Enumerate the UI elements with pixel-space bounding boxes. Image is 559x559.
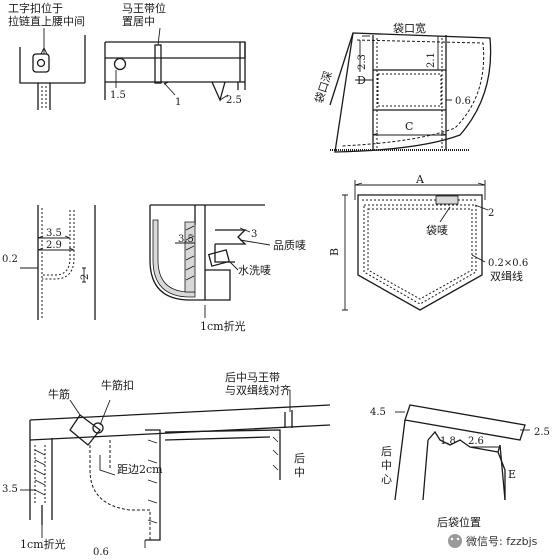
cb-long-line2: 中 (381, 459, 392, 472)
back-pocket-position-label: 后袋位置 (437, 515, 481, 529)
dim-1-8: 1.8 (440, 436, 456, 447)
dim-2-1: 2.1 (426, 52, 437, 68)
dim-2-9: 2.9 (46, 240, 62, 251)
dim-2-5-top: 2.5 (226, 95, 242, 106)
snap-note-line2: 拉链直上腰中间 (8, 14, 85, 28)
dim-1-5: 1.5 (110, 90, 126, 101)
panel-label-detail (149, 204, 271, 318)
pocket-opening-width: 袋口宽 (393, 21, 426, 35)
dim-2-3: 2.3 (357, 54, 368, 70)
pocket-label-tag (435, 195, 459, 205)
watermark-text: 微信号: fzzbjs (466, 534, 538, 548)
cb-short-line1: 后 (294, 452, 305, 465)
dim-0-2-fly: 0.2 (2, 254, 18, 265)
label-d: D (357, 74, 366, 87)
dim-4-5: 4.5 (370, 407, 386, 418)
label-e: E (508, 468, 516, 481)
dim-3-5-label: 3.5 (178, 234, 194, 245)
dim-3-5-bottom: 3.5 (2, 484, 18, 495)
double-stitch-line1: 0.2×0.6 (488, 258, 528, 269)
label-c: C (405, 120, 413, 133)
cb-loop-note-line1: 后中马王带 (225, 371, 280, 384)
panel-back-pocket-position (394, 404, 530, 501)
tab-button-label: 牛筋扣 (101, 378, 134, 392)
panel-fly-detail (20, 205, 96, 320)
cb-long-line3: 心 (381, 473, 392, 486)
label-b: B (328, 248, 341, 256)
double-stitch-line2: 双缉线 (490, 269, 523, 283)
tab-strap (69, 414, 101, 446)
belt-loop-note-line1: 马王带位 (122, 1, 166, 15)
quality-label-text: 品质唛 (273, 239, 306, 252)
panel-waistband-back (20, 390, 331, 548)
wechat-icon (448, 534, 462, 548)
wash-label-text: 水洗唛 (238, 264, 271, 277)
cb-short-line2: 中 (294, 466, 305, 479)
fold-1cm-bottom: 1cm折光 (20, 537, 66, 551)
panel-front-pocket (329, 32, 492, 153)
dim-2-6: 2.6 (468, 436, 484, 447)
cb-loop-note-line2: 与双缉线对齐 (225, 383, 291, 397)
cb-long-line1: 后 (381, 445, 392, 458)
belt-loop-note-line2: 置居中 (122, 15, 155, 28)
pocket-label-text: 袋唛 (426, 223, 448, 237)
snap-button-shape (32, 53, 50, 73)
belt-loop-rect (154, 44, 162, 84)
tab-button-circle (92, 422, 104, 434)
panel-back-pocket (342, 180, 489, 311)
dim-2-back: 2 (488, 208, 494, 219)
dim-2-fly: 2 (80, 274, 91, 280)
watermark: 微信号: fzzbjs (448, 534, 538, 548)
dim-3-5-fly: 3.5 (46, 228, 62, 239)
snap-note-line1: 工字扣位于 (8, 1, 63, 15)
fold-1cm-mid: 1cm折光 (200, 319, 246, 333)
dim-1: 1 (175, 97, 181, 108)
label-a: A (415, 173, 425, 186)
dim-2-5-right: 2.5 (534, 427, 550, 438)
dim-3-label: 3 (251, 229, 257, 240)
tab-label: 牛筋 (48, 387, 70, 401)
edge-2cm-text: 距边2cm (117, 463, 163, 476)
rivet-circle (113, 57, 127, 71)
dim-0-6-front: 0.6 (455, 96, 471, 107)
dim-0-6-bottom: 0.6 (93, 547, 109, 558)
panel-waistband-front (19, 27, 246, 110)
